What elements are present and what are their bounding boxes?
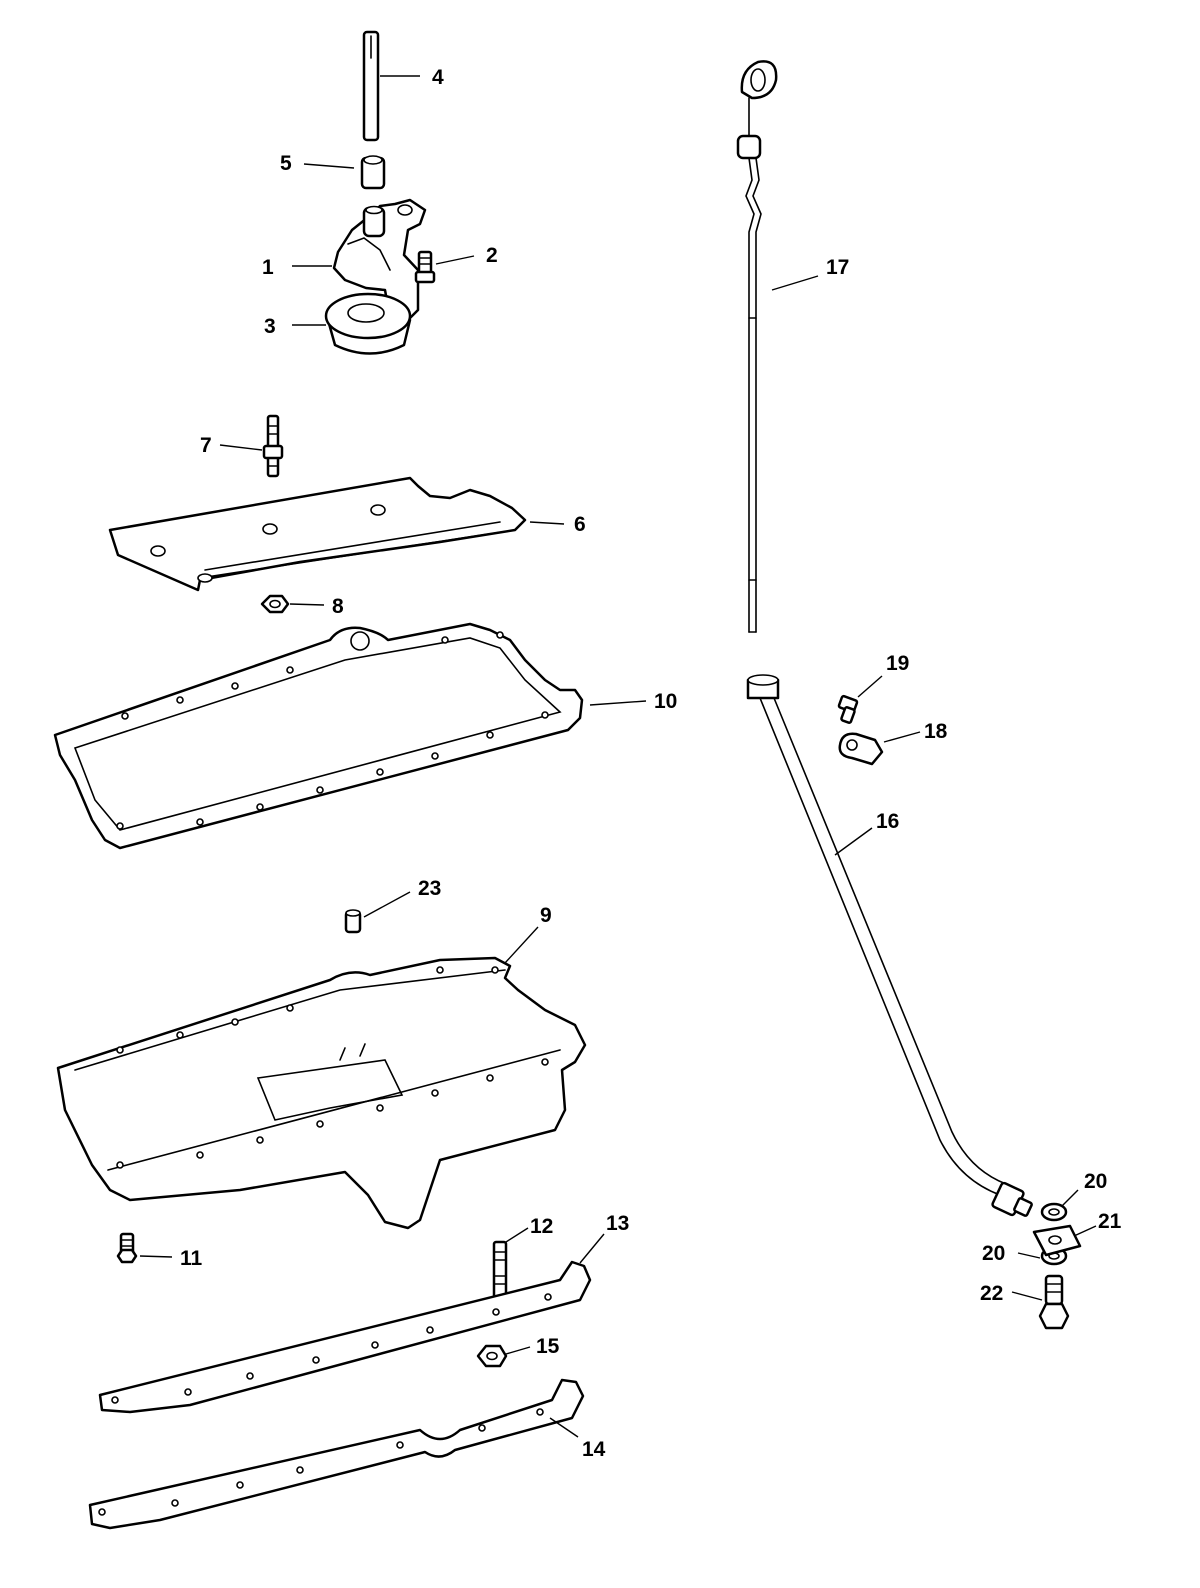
callout-7: 7 bbox=[200, 434, 212, 457]
part-23-dowel bbox=[344, 909, 362, 934]
part-10-pan-gasket bbox=[53, 622, 584, 850]
callout-15: 15 bbox=[536, 1335, 560, 1358]
callout-18: 18 bbox=[924, 720, 948, 743]
part-3-pickup-screen bbox=[324, 292, 412, 355]
part-1-oil-pump bbox=[332, 198, 427, 322]
part-8-nut bbox=[260, 594, 290, 614]
part-11-bolt bbox=[116, 1232, 138, 1264]
callout-labels: 1 2 3 4 5 6 7 8 9 10 11 12 13 14 15 16 1… bbox=[180, 66, 1122, 1461]
callout-2: 2 bbox=[486, 244, 498, 267]
part-9-oil-pan bbox=[56, 956, 587, 1230]
part-13-side-gasket bbox=[98, 1260, 592, 1414]
leader-lines bbox=[139, 75, 1097, 1438]
callout-9: 9 bbox=[540, 904, 552, 927]
part-15-nut bbox=[476, 1344, 508, 1368]
part-7-stud bbox=[262, 414, 284, 478]
callout-6: 6 bbox=[574, 513, 586, 536]
part-20-washer-upper bbox=[1040, 1202, 1068, 1222]
part-14-side-gasket bbox=[88, 1378, 585, 1530]
part-19-bolt bbox=[837, 694, 859, 724]
callout-16: 16 bbox=[876, 810, 899, 833]
callout-11: 11 bbox=[180, 1247, 203, 1270]
callout-17: 17 bbox=[826, 256, 849, 279]
callout-8: 8 bbox=[332, 595, 344, 618]
callout-3: 3 bbox=[264, 315, 276, 338]
part-22-banjo-bolt bbox=[1038, 1274, 1070, 1330]
part-2-bolt bbox=[414, 250, 436, 284]
callout-5: 5 bbox=[280, 152, 292, 175]
part-5-retainer bbox=[360, 155, 386, 190]
callout-4: 4 bbox=[432, 66, 444, 89]
callout-1: 1 bbox=[262, 256, 274, 279]
callout-21: 21 bbox=[1098, 1210, 1122, 1233]
part-4-shaft bbox=[362, 30, 380, 142]
part-12-stud bbox=[492, 1240, 508, 1300]
callout-13: 13 bbox=[606, 1212, 629, 1235]
callout-20-lower: 20 bbox=[982, 1242, 1005, 1265]
callout-23: 23 bbox=[418, 877, 441, 900]
part-18-clamp bbox=[838, 732, 884, 766]
callout-19: 19 bbox=[886, 652, 909, 675]
part-16-dipstick-tube bbox=[746, 674, 1033, 1217]
callout-10: 10 bbox=[654, 690, 677, 713]
callout-14: 14 bbox=[582, 1438, 606, 1461]
callout-12: 12 bbox=[530, 1215, 553, 1238]
part-17-dipstick bbox=[736, 60, 778, 633]
part-21-fitting bbox=[1032, 1224, 1082, 1257]
callout-22: 22 bbox=[980, 1282, 1003, 1305]
callout-20-upper: 20 bbox=[1084, 1170, 1107, 1193]
part-6-baffle bbox=[108, 476, 527, 592]
